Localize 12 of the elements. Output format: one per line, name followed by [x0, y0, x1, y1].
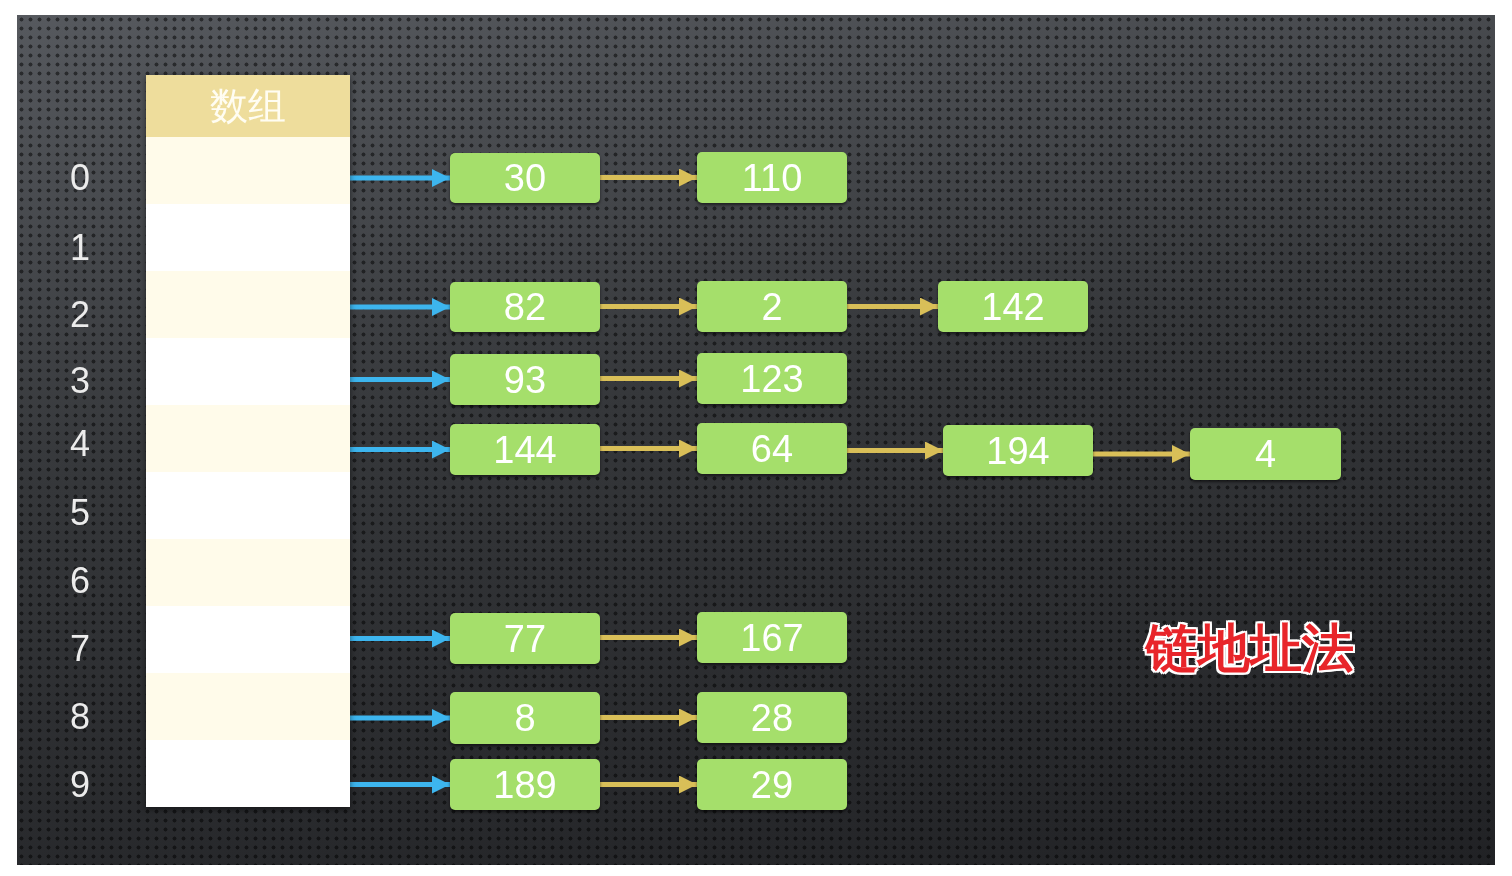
index-label: 9 [69, 765, 91, 805]
index-label: 7 [69, 629, 91, 669]
index-label: 6 [69, 561, 91, 601]
array-header: 数组 [146, 75, 350, 137]
index-label: 0 [69, 158, 91, 198]
index-label: 1 [69, 228, 91, 268]
index-label: 8 [69, 697, 91, 737]
index-label: 4 [69, 424, 91, 464]
index-label: 3 [69, 361, 91, 401]
index-label: 2 [69, 295, 91, 335]
method-title: 链地址法 [1146, 622, 1354, 674]
index-label: 5 [69, 493, 91, 533]
